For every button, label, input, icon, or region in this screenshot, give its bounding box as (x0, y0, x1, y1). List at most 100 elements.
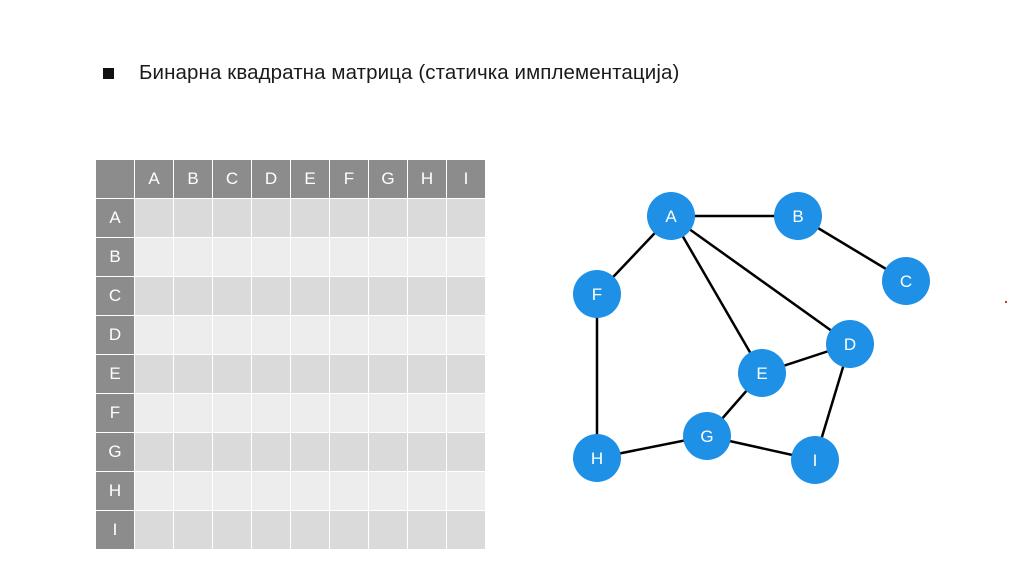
title-text: Бинарна квадратна матрица (статичка импл… (139, 61, 680, 84)
matrix-cell-f-g[interactable] (369, 394, 407, 432)
matrix-cell-e-g[interactable] (369, 355, 407, 393)
matrix-cell-i-h[interactable] (408, 511, 446, 549)
matrix-cell-a-b[interactable] (174, 199, 212, 237)
matrix-cell-b-e[interactable] (291, 238, 329, 276)
matrix-cell-b-i[interactable] (447, 238, 485, 276)
matrix-cell-a-e[interactable] (291, 199, 329, 237)
matrix-cell-e-e[interactable] (291, 355, 329, 393)
matrix-cell-a-c[interactable] (213, 199, 251, 237)
matrix-cell-c-b[interactable] (174, 277, 212, 315)
matrix-cell-d-c[interactable] (213, 316, 251, 354)
matrix-cell-f-e[interactable] (291, 394, 329, 432)
matrix-cell-b-g[interactable] (369, 238, 407, 276)
matrix-cell-d-e[interactable] (291, 316, 329, 354)
matrix-cell-e-f[interactable] (330, 355, 368, 393)
node-label: B (792, 207, 803, 226)
matrix-corner (96, 160, 134, 198)
matrix-cell-a-g[interactable] (369, 199, 407, 237)
matrix-cell-e-i[interactable] (447, 355, 485, 393)
matrix-cell-a-f[interactable] (330, 199, 368, 237)
matrix-cell-h-d[interactable] (252, 472, 290, 510)
matrix-cell-d-b[interactable] (174, 316, 212, 354)
matrix-cell-f-f[interactable] (330, 394, 368, 432)
matrix-cell-b-d[interactable] (252, 238, 290, 276)
matrix-cell-i-b[interactable] (174, 511, 212, 549)
matrix-cell-h-a[interactable] (135, 472, 173, 510)
matrix-cell-h-e[interactable] (291, 472, 329, 510)
matrix-cell-f-a[interactable] (135, 394, 173, 432)
node-e[interactable]: E (738, 349, 786, 397)
node-g[interactable]: G (683, 412, 731, 460)
matrix-cell-i-g[interactable] (369, 511, 407, 549)
matrix-cell-g-i[interactable] (447, 433, 485, 471)
matrix-cell-b-a[interactable] (135, 238, 173, 276)
matrix-cell-e-d[interactable] (252, 355, 290, 393)
edge-a-d (670, 214, 851, 346)
matrix-cell-f-b[interactable] (174, 394, 212, 432)
matrix-cell-c-d[interactable] (252, 277, 290, 315)
matrix-cell-e-h[interactable] (408, 355, 446, 393)
matrix-cell-e-a[interactable] (135, 355, 173, 393)
matrix-cell-e-c[interactable] (213, 355, 251, 393)
matrix-cell-b-f[interactable] (330, 238, 368, 276)
matrix-row: F (96, 394, 485, 432)
matrix-cell-h-h[interactable] (408, 472, 446, 510)
node-circle (774, 192, 822, 240)
matrix-cell-h-g[interactable] (369, 472, 407, 510)
matrix-cell-b-b[interactable] (174, 238, 212, 276)
matrix-cell-c-a[interactable] (135, 277, 173, 315)
matrix-cell-h-i[interactable] (447, 472, 485, 510)
matrix-cell-d-i[interactable] (447, 316, 485, 354)
matrix-cell-i-c[interactable] (213, 511, 251, 549)
matrix-cell-b-c[interactable] (213, 238, 251, 276)
matrix-cell-c-c[interactable] (213, 277, 251, 315)
matrix-cell-i-e[interactable] (291, 511, 329, 549)
matrix-cell-c-e[interactable] (291, 277, 329, 315)
matrix-cell-g-c[interactable] (213, 433, 251, 471)
matrix-cell-a-h[interactable] (408, 199, 446, 237)
matrix-cell-d-d[interactable] (252, 316, 290, 354)
matrix-cell-f-h[interactable] (408, 394, 446, 432)
matrix-cell-f-i[interactable] (447, 394, 485, 432)
matrix-cell-c-f[interactable] (330, 277, 368, 315)
node-circle (738, 349, 786, 397)
matrix-cell-f-c[interactable] (213, 394, 251, 432)
matrix-cell-c-i[interactable] (447, 277, 485, 315)
matrix-cell-g-d[interactable] (252, 433, 290, 471)
matrix-cell-d-h[interactable] (408, 316, 446, 354)
node-a[interactable]: A (647, 192, 695, 240)
node-f[interactable]: F (573, 270, 621, 318)
matrix-cell-d-f[interactable] (330, 316, 368, 354)
matrix-cell-i-i[interactable] (447, 511, 485, 549)
matrix-cell-h-c[interactable] (213, 472, 251, 510)
node-d[interactable]: D (826, 320, 874, 368)
matrix-cell-a-d[interactable] (252, 199, 290, 237)
matrix-cell-i-f[interactable] (330, 511, 368, 549)
matrix-cell-i-a[interactable] (135, 511, 173, 549)
matrix-cell-c-g[interactable] (369, 277, 407, 315)
matrix-cell-h-b[interactable] (174, 472, 212, 510)
matrix-cell-g-f[interactable] (330, 433, 368, 471)
matrix-cell-g-g[interactable] (369, 433, 407, 471)
row-header-i: I (96, 511, 134, 549)
matrix-cell-f-d[interactable] (252, 394, 290, 432)
matrix-cell-d-g[interactable] (369, 316, 407, 354)
matrix-cell-g-a[interactable] (135, 433, 173, 471)
matrix-cell-g-e[interactable] (291, 433, 329, 471)
node-h[interactable]: H (573, 434, 621, 482)
matrix-cell-g-b[interactable] (174, 433, 212, 471)
node-i[interactable]: I (791, 436, 839, 484)
matrix-cell-i-d[interactable] (252, 511, 290, 549)
matrix-cell-c-h[interactable] (408, 277, 446, 315)
node-label: I (813, 451, 818, 470)
matrix-cell-h-f[interactable] (330, 472, 368, 510)
matrix-cell-g-h[interactable] (408, 433, 446, 471)
row-header-d: D (96, 316, 134, 354)
matrix-cell-b-h[interactable] (408, 238, 446, 276)
matrix-cell-a-a[interactable] (135, 199, 173, 237)
matrix-cell-a-i[interactable] (447, 199, 485, 237)
node-c[interactable]: C (882, 257, 930, 305)
matrix-cell-e-b[interactable] (174, 355, 212, 393)
matrix-cell-d-a[interactable] (135, 316, 173, 354)
node-b[interactable]: B (774, 192, 822, 240)
